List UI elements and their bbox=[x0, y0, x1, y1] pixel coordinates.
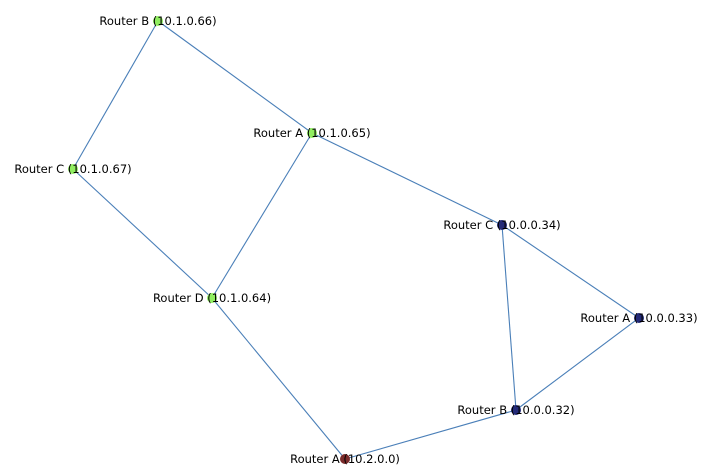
node-label-rb_10_1_0_66: Router B (10.1.0.66) bbox=[99, 14, 216, 28]
node-rc_10_0_0_34[interactable] bbox=[497, 220, 507, 230]
edge-rb_10_1_0_66-ra_10_1_0_65 bbox=[157, 20, 313, 134]
node-ra_10_2_0_0[interactable] bbox=[340, 454, 350, 464]
node-ra_10_0_0_33[interactable] bbox=[634, 313, 644, 323]
node-label-ra_10_2_0_0: Router A (10.2.0.0) bbox=[290, 452, 400, 466]
edge-ra_10_0_0_33-rb_10_0_0_32 bbox=[515, 317, 640, 411]
edge-rb_10_1_0_66-rc_10_1_0_67 bbox=[72, 20, 159, 170]
nodes-layer bbox=[68, 16, 644, 464]
node-label-ra_10_1_0_65: Router A (10.1.0.65) bbox=[253, 126, 370, 140]
edge-rd_10_1_0_64-ra_10_2_0_0 bbox=[211, 297, 346, 460]
node-ra_10_1_0_65[interactable] bbox=[307, 128, 317, 138]
node-label-rc_10_0_0_34: Router C (10.0.0.34) bbox=[443, 218, 560, 232]
edge-rc_10_0_0_34-rb_10_0_0_32 bbox=[501, 224, 517, 411]
edge-rc_10_1_0_67-rd_10_1_0_64 bbox=[72, 168, 213, 299]
labels-layer: Router B (10.1.0.66) Router A (10.1.0.65)… bbox=[14, 14, 697, 466]
node-label-rc_10_1_0_67: Router C (10.1.0.67) bbox=[14, 162, 131, 176]
node-rc_10_1_0_67[interactable] bbox=[68, 164, 78, 174]
node-label-ra_10_0_0_33: Router A (10.0.0.33) bbox=[580, 311, 697, 325]
edge-ra_10_1_0_65-rd_10_1_0_64 bbox=[211, 132, 313, 299]
edge-rb_10_0_0_32-ra_10_2_0_0 bbox=[344, 409, 517, 460]
node-rd_10_1_0_64[interactable] bbox=[207, 293, 217, 303]
node-label-rb_10_0_0_32: Router B (10.0.0.32) bbox=[457, 403, 574, 417]
edge-rc_10_0_0_34-ra_10_0_0_33 bbox=[501, 224, 640, 319]
node-rb_10_0_0_32[interactable] bbox=[511, 405, 521, 415]
node-label-rd_10_1_0_64: Router D (10.1.0.64) bbox=[153, 291, 271, 305]
edges-layer bbox=[72, 20, 640, 460]
edge-ra_10_1_0_65-rc_10_0_0_34 bbox=[311, 132, 503, 226]
node-rb_10_1_0_66[interactable] bbox=[153, 16, 163, 26]
